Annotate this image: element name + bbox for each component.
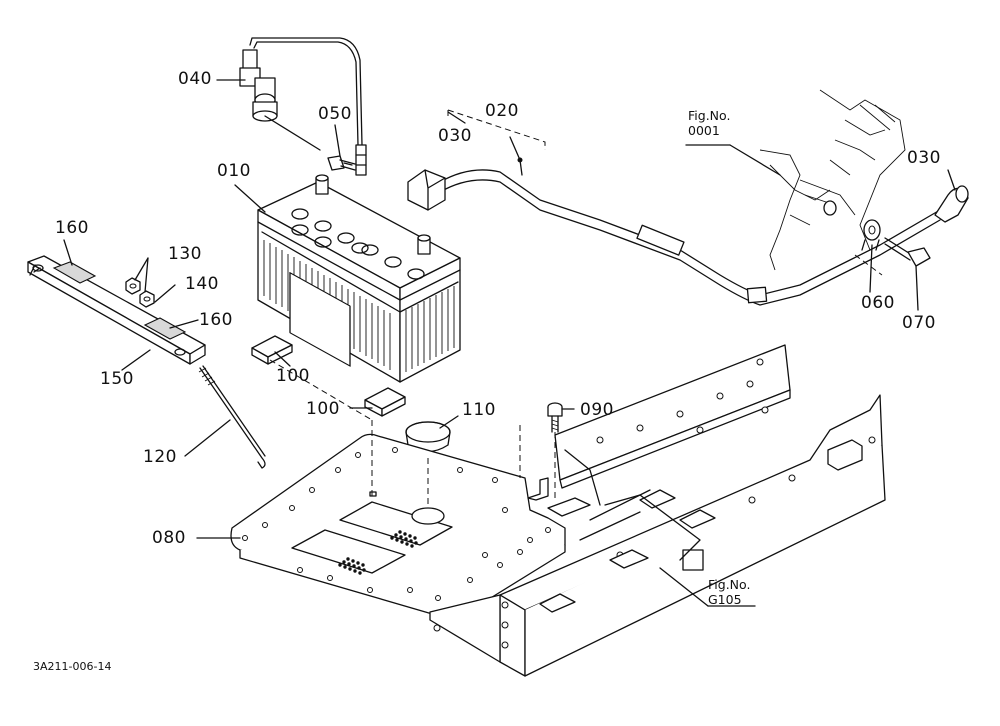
- label-040: 040: [178, 69, 212, 89]
- plate-080: [230, 433, 566, 620]
- bolt-090: [547, 402, 563, 433]
- label-010: 010: [217, 161, 251, 181]
- label-160-right: 160: [199, 310, 233, 330]
- cable-020: [407, 169, 969, 306]
- clamp-060: [823, 200, 881, 251]
- battery-holder-150: [27, 255, 206, 365]
- rod-120: [198, 365, 266, 469]
- label-100-upper: 100: [276, 366, 310, 386]
- label-030-left: 030: [438, 126, 472, 146]
- label-130: 130: [168, 244, 202, 264]
- assembly-lines: [269, 254, 883, 508]
- fig-ref-0001-line2: 0001: [688, 123, 720, 138]
- bolt-050: [327, 155, 356, 171]
- nuts-130: [125, 277, 155, 308]
- leader-lines: [63, 79, 956, 607]
- fig-ref-g105-line1: Fig.No.: [708, 577, 751, 592]
- drawing-code: 3A211-006-14: [33, 660, 112, 673]
- frame-rails: [429, 344, 886, 677]
- fig-ref-g105-line2: G105: [708, 592, 742, 607]
- battery-010: [257, 174, 461, 383]
- label-070: 070: [902, 313, 936, 333]
- label-100-lower: 100: [306, 399, 340, 419]
- label-020: 020: [485, 101, 519, 121]
- fig-ref-0001-line1: Fig.No.: [688, 108, 731, 123]
- pad-100: [251, 335, 406, 417]
- fig-ref-0001: Fig.No. 0001: [688, 108, 730, 138]
- label-160-left: 160: [55, 218, 89, 238]
- label-140: 140: [185, 274, 219, 294]
- label-080: 080: [152, 528, 186, 548]
- fig-ref-g105: Fig.No. G105: [708, 577, 750, 607]
- label-060: 060: [861, 293, 895, 313]
- label-150: 150: [100, 369, 134, 389]
- tractor-body-outline: [759, 89, 906, 271]
- label-050: 050: [318, 104, 352, 124]
- label-090: 090: [580, 400, 614, 420]
- bolt-070: [884, 237, 931, 267]
- cable-040: [239, 37, 367, 176]
- label-030-right: 030: [907, 148, 941, 168]
- label-120: 120: [143, 447, 177, 467]
- label-110: 110: [462, 400, 496, 420]
